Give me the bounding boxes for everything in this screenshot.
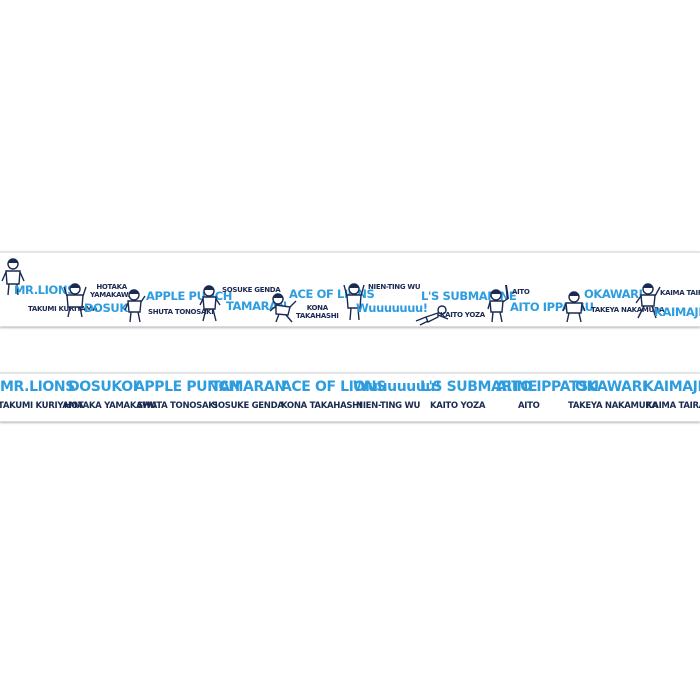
player-illustration-mr-lions [1, 257, 25, 297]
nickname-label: MR.LIONS [14, 283, 75, 297]
player-name-label: HOTAKA YAMAKAWA [64, 401, 157, 411]
player-illustration-ls-submarine [415, 305, 449, 326]
player-name-label: SHUTA TONOSAKI [137, 401, 218, 411]
player-name-label: TAKUMI KURIYAMA [0, 401, 84, 411]
nickname-label: Wuuuuuuu! [353, 379, 441, 395]
player-illustration-ace-of-lions [269, 293, 297, 323]
nickname-label: Wuuuuuuu! [356, 301, 428, 315]
player-illustration-wu [343, 283, 365, 321]
player-name-label: KONA TAKAHASHI [281, 401, 362, 411]
nickname-label: ACE OF LIONS [281, 379, 386, 395]
nickname-label: DOSUKOI [68, 379, 138, 395]
nickname-label: L'S SUBMARINE [420, 379, 538, 395]
player-name-label: NIEN-TING WU [356, 401, 421, 411]
player-name-label: KAIMA TAIRA [646, 401, 700, 411]
player-name-label: SHUTA TONOSAKI [148, 308, 214, 316]
player-name-label: KAITO YOZA [440, 311, 485, 319]
nickname-label: KAIMAJI [654, 305, 700, 319]
player-illustration-kaimaji [635, 283, 661, 319]
nickname-label: OKAWARI [575, 379, 647, 395]
nickname-label: MR.LIONS [0, 379, 75, 395]
player-name-label: SOSUKE GENDA [212, 401, 284, 411]
nickname-label: OKAWARI [584, 287, 643, 301]
player-name-label: NIEN-TING WU [368, 283, 421, 291]
player-name-label: KAIMA TAIRA [660, 289, 700, 297]
player-illustration-aito [486, 284, 510, 323]
player-illustration-okawari [562, 291, 586, 323]
player-name-label: SOSUKE GENDA [222, 286, 281, 294]
player-name-label: AITO [512, 288, 530, 296]
player-name-label: TAKEYA NAKAMURA [568, 401, 658, 411]
player-name-label: AITO [518, 401, 540, 411]
player-name-label: TAKEYA NAKAMURA [591, 306, 665, 314]
washi-tape-illustrated: MR.LIONS TAKUMI KURIYAMA HOTAKA YAMAKAWA… [0, 252, 700, 327]
player-name-label: HOTAKA YAMAKAWA [90, 283, 134, 299]
nickname-label: KAIMAJI [643, 379, 700, 395]
player-illustration-apple-punch [124, 289, 146, 323]
nickname-label: AITO IPPATSU [496, 379, 599, 395]
player-illustration-dosukoi [63, 283, 87, 319]
washi-tape-names: MR.LIONS TAKUMI KURIYAMA DOSUKOI HOTAKA … [0, 373, 700, 422]
player-illustration-tamaran [199, 285, 221, 323]
nickname-label: TAMARAN [211, 379, 286, 395]
player-name-label: KAITO YOZA [430, 401, 486, 411]
nickname-label: APPLE PUNCH [134, 379, 240, 395]
player-name-label: KONA TAKAHASHI [296, 304, 339, 320]
player-name-label: TAKUMI KURIYAMA [28, 305, 98, 313]
